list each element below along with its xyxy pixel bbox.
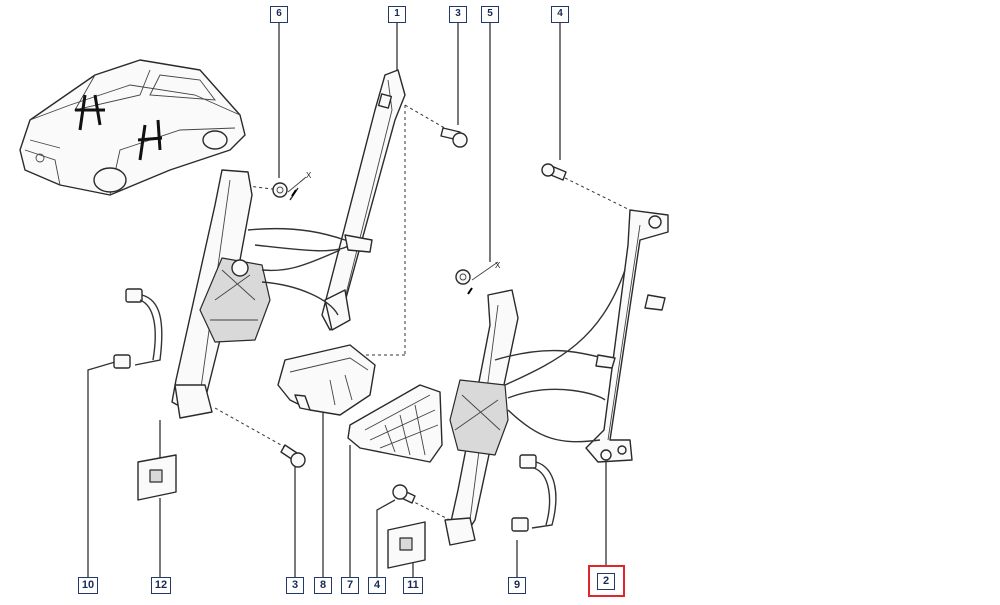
bracket-8	[277, 344, 376, 416]
highlight-box-part-2	[588, 565, 625, 597]
callout-9[interactable]: 9	[508, 577, 526, 594]
callout-6-top[interactable]: 6	[270, 6, 288, 23]
pad-11	[387, 521, 426, 569]
leader-lines	[87, 22, 607, 577]
bolt-3-bottom	[280, 444, 306, 468]
callout-3-bottom[interactable]: 3	[286, 577, 304, 594]
connector-9	[511, 454, 557, 532]
callout-4-top[interactable]: 4	[551, 6, 569, 23]
callout-7[interactable]: 7	[341, 577, 359, 594]
bolt-4-top	[541, 163, 567, 181]
bolt-4-bottom	[392, 484, 416, 504]
callout-3-top[interactable]: 3	[449, 6, 467, 23]
callout-2[interactable]: 2	[597, 573, 615, 590]
pad-12	[137, 454, 177, 501]
axis-mark-x-1: X	[306, 171, 312, 180]
callout-5[interactable]: 5	[481, 6, 499, 23]
callout-1[interactable]: 1	[388, 6, 406, 23]
callout-11[interactable]: 11	[403, 577, 423, 594]
left-window-regulator	[171, 69, 406, 419]
callout-12[interactable]: 12	[151, 577, 171, 594]
callout-10[interactable]: 10	[78, 577, 98, 594]
nut-6-left	[272, 176, 307, 201]
axis-mark-x-2: X	[495, 261, 501, 270]
nut-5	[455, 261, 499, 295]
car-thumbnail	[19, 59, 246, 196]
connector-10	[113, 288, 163, 369]
callout-8[interactable]: 8	[314, 577, 332, 594]
callout-4-bottom[interactable]: 4	[368, 577, 386, 594]
pad-7	[347, 384, 443, 463]
right-window-regulator	[444, 209, 669, 546]
bolt-3-top	[440, 127, 468, 148]
